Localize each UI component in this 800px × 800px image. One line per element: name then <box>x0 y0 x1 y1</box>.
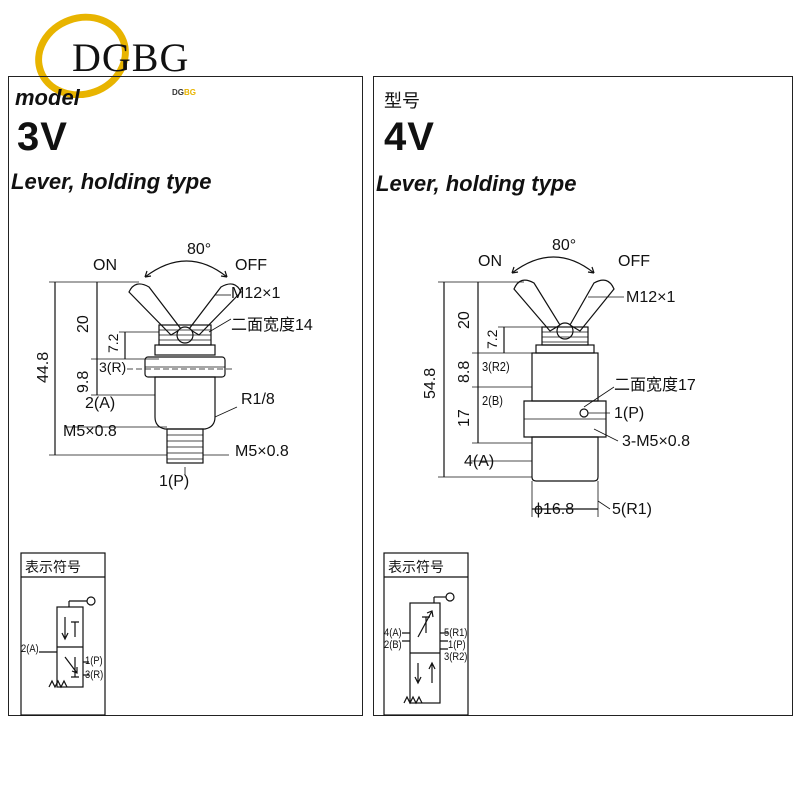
angle-label: 80° <box>552 237 577 254</box>
port-b-label: 2(B) <box>482 393 503 408</box>
sym-5r1-label: 5(R1) <box>444 627 468 639</box>
upper-body <box>531 352 599 402</box>
dim-72-label: 7.2 <box>105 333 121 353</box>
symbol-title: 表示符号 <box>388 559 444 575</box>
model-code: 3V <box>17 115 68 159</box>
port-a-label: 2(A) <box>85 395 116 412</box>
port-p-label: 1(P) <box>614 405 645 422</box>
on-label: ON <box>93 257 117 274</box>
logo-text: DGBG <box>72 35 190 80</box>
dim-20-label: 20 <box>456 311 473 329</box>
lower-body <box>154 376 216 430</box>
m5-right-label: M5×0.8 <box>235 443 289 460</box>
across-flats-label: 二面宽度14 <box>231 317 313 334</box>
dim-total-label: 44.8 <box>35 351 52 383</box>
nut <box>154 344 216 356</box>
bottom-thread <box>166 428 204 464</box>
sym-2b-label: 2(B) <box>384 639 402 651</box>
model-label: 型号 <box>384 91 420 111</box>
sym-1p-label: 1(P) <box>85 655 103 667</box>
angle-arc <box>511 256 595 274</box>
thread-top-label: M12×1 <box>626 289 676 306</box>
dim-98-label: 9.8 <box>75 370 92 393</box>
panel-3v: model 3V Lever, holding type <box>8 76 363 716</box>
panel-4v: 型号 4V Lever, holding type <box>373 76 793 716</box>
drawing-3v <box>20 260 242 716</box>
logo-small-text: DGBG <box>172 88 196 97</box>
on-label: ON <box>478 253 502 270</box>
dim-88-label: 8.8 <box>456 360 473 383</box>
thread-top-label: M12×1 <box>231 285 281 302</box>
symbol-title: 表示符号 <box>25 559 81 575</box>
model-code: 4V <box>384 115 435 159</box>
dim-20-label: 20 <box>75 315 92 333</box>
off-label: OFF <box>618 253 650 270</box>
sym-1p-label: 1(P) <box>448 639 466 651</box>
sym-3r2-label: 3(R2) <box>444 651 468 663</box>
port-a-label: 4(A) <box>464 453 495 470</box>
drawing-4v <box>383 256 624 716</box>
model-label: model <box>15 85 80 110</box>
across-flats-label: 二面宽度17 <box>614 377 696 394</box>
diameter-label: ϕ16.8 <box>534 501 575 518</box>
off-label: OFF <box>235 257 267 274</box>
sym-4a-label: 4(A) <box>384 627 402 639</box>
brand-logo: DGBG DGBG <box>20 8 220 99</box>
sym-2a-label: 2(A) <box>21 643 39 655</box>
m5-label: 3-M5×0.8 <box>622 433 691 450</box>
type-label: Lever, holding type <box>11 169 212 194</box>
sym-3r-label: 3(R) <box>85 669 104 681</box>
lever-wing-left <box>513 279 561 332</box>
lever-wing-left <box>128 283 182 336</box>
nut <box>535 344 595 354</box>
m5-left-label: M5×0.8 <box>63 423 117 440</box>
logo-ring-icon <box>35 13 129 99</box>
type-label: Lever, holding type <box>376 171 577 196</box>
dim-total-label: 54.8 <box>422 367 439 399</box>
lever-wing-right <box>188 283 242 336</box>
port-p-mark <box>579 408 589 418</box>
angle-label: 80° <box>187 241 212 258</box>
port-r2-label: 3(R2) <box>482 359 510 374</box>
dim-17-label: 17 <box>456 409 473 427</box>
port-r-label: 3(R) <box>99 359 127 375</box>
lower-body <box>531 436 599 482</box>
dim-72-label: 7.2 <box>484 329 500 349</box>
lever-wing-right <box>569 279 615 332</box>
r18-label: R1/8 <box>241 391 275 408</box>
port-p-label: 1(P) <box>159 473 190 490</box>
port-r1-label: 5(R1) <box>612 501 653 518</box>
hex-body <box>523 400 607 438</box>
angle-arc <box>144 260 228 278</box>
